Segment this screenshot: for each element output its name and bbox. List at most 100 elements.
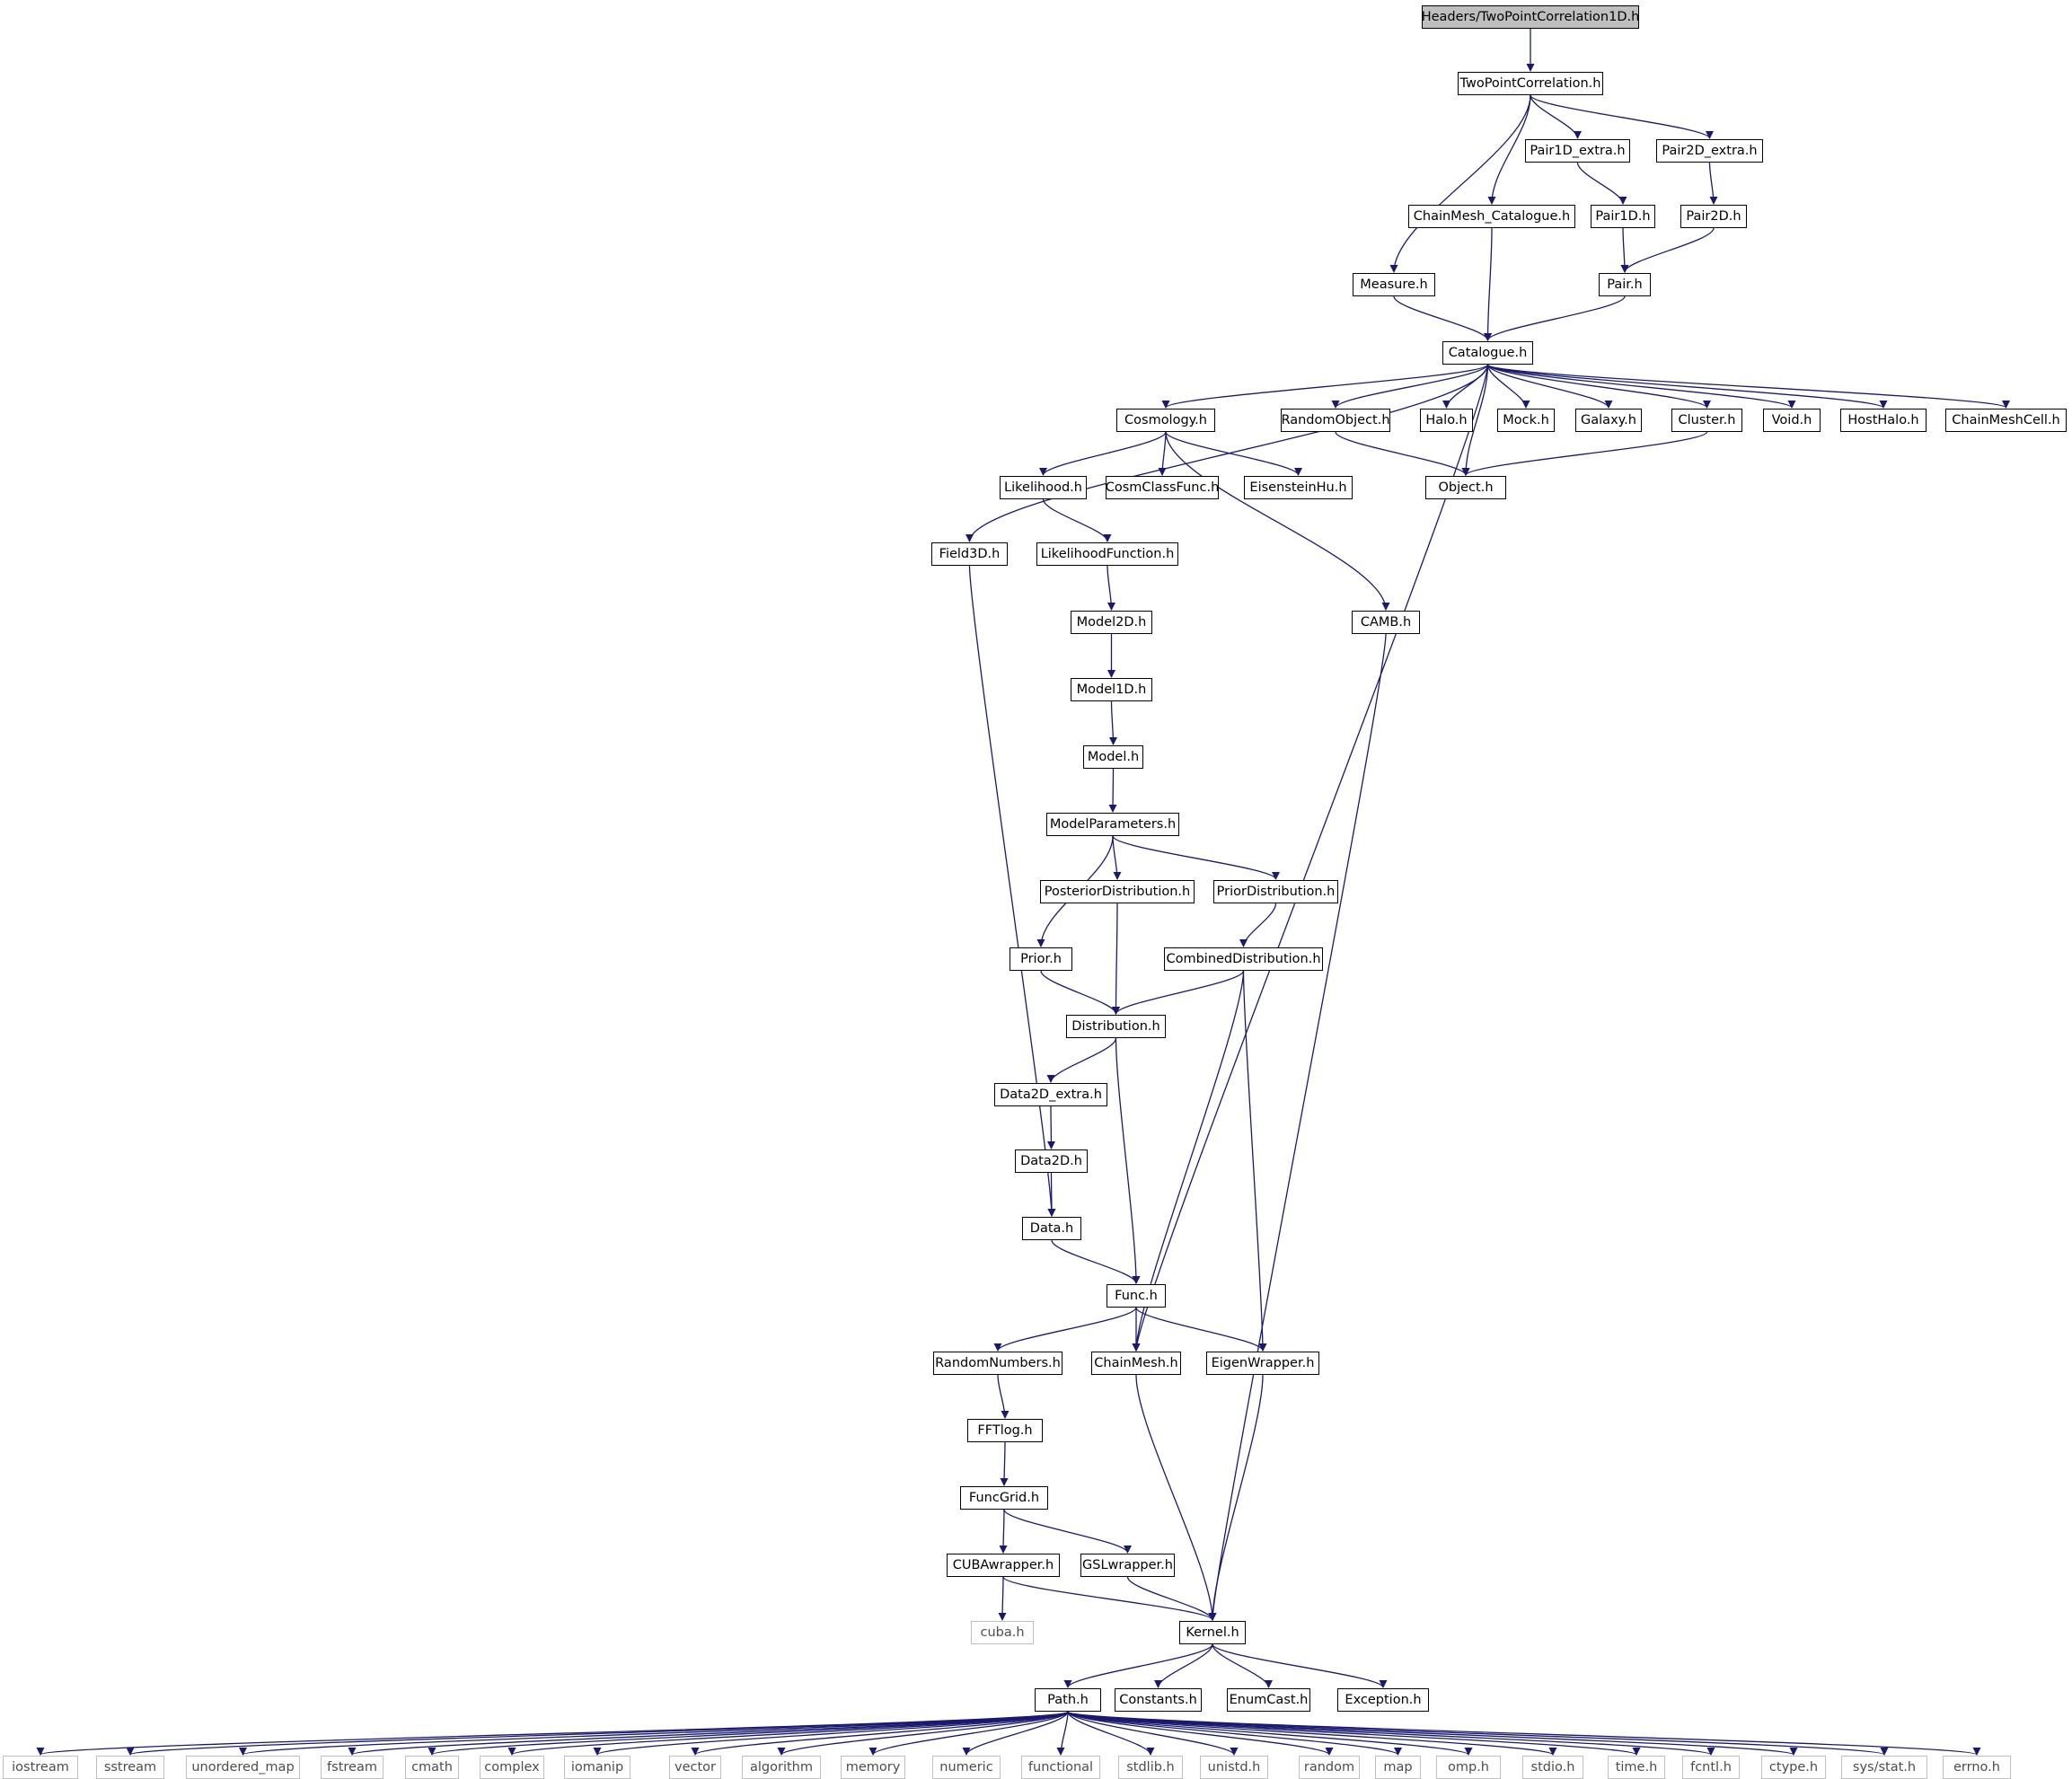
node-modelparameters-h[interactable]: ModelParameters.h — [1046, 813, 1179, 836]
node-chainmesh-h[interactable]: ChainMesh.h — [1091, 1352, 1181, 1375]
node-measure-h[interactable]: Measure.h — [1353, 273, 1435, 296]
node-hosthalo-h[interactable]: HostHalo.h — [1840, 409, 1927, 432]
edge-model1d-h-to-model-h — [1108, 700, 1117, 745]
node-posteriordistribution-h[interactable]: PosteriorDistribution.h — [1040, 880, 1195, 903]
edge-pair1d-extra-h-to-pair1d-h — [1576, 162, 1627, 205]
node-omp-h: omp.h — [1436, 1756, 1501, 1779]
edge-catalogue-h-to-randomobject-h — [1331, 364, 1489, 409]
edge-cosmology-h-to-camb-h — [1165, 431, 1390, 611]
node-fftlog-h[interactable]: FFTlog.h — [967, 1419, 1043, 1442]
node-object-h[interactable]: Object.h — [1425, 476, 1506, 499]
edge-catalogue-h-to-chainmesh-h — [1132, 364, 1489, 1352]
node-sys-stat-h: sys/stat.h — [1841, 1756, 1927, 1779]
edge-modelparameters-h-to-posteriordistribution-h — [1112, 835, 1122, 880]
edge-prior-h-to-distribution-h — [1040, 970, 1120, 1015]
node-cmath: cmath — [405, 1756, 459, 1779]
node-data2d-h[interactable]: Data2D.h — [1015, 1149, 1088, 1173]
node-map: map — [1375, 1756, 1421, 1779]
edge-twopointcorrelation-h-to-pair2d-extra-h — [1530, 94, 1714, 139]
edge-cluster-h-to-object-h — [1461, 431, 1708, 476]
edge-combineddistribution-h-to-chainmesh-h — [1132, 970, 1245, 1352]
node-functional: functional — [1021, 1756, 1100, 1779]
node-algorithm: algorithm — [742, 1756, 821, 1779]
node-combineddistribution-h[interactable]: CombinedDistribution.h — [1164, 947, 1323, 971]
node-priordistribution-h[interactable]: PriorDistribution.h — [1213, 880, 1338, 903]
node-stdlib-h: stdlib.h — [1118, 1756, 1183, 1779]
node-cluster-h[interactable]: Cluster.h — [1671, 409, 1742, 432]
node-pair1d-extra-h[interactable]: Pair1D_extra.h — [1525, 139, 1630, 163]
node-cubawrapper-h[interactable]: CUBAwrapper.h — [947, 1554, 1060, 1577]
node-vector: vector — [669, 1756, 721, 1779]
root-node-headers-twopointcorrelation1d-h[interactable]: Headers/TwoPointCorrelation1D.h — [1422, 5, 1639, 29]
edge-path-h-to-iomanip — [593, 1711, 1069, 1756]
node-chainmeshcell-h[interactable]: ChainMeshCell.h — [1945, 409, 2067, 432]
node-field3d-h[interactable]: Field3D.h — [931, 542, 1008, 566]
edge-measure-h-to-catalogue-h — [1393, 295, 1492, 341]
node-model-h[interactable]: Model.h — [1083, 745, 1143, 769]
node-camb-h[interactable]: CAMB.h — [1352, 611, 1420, 634]
edge-path-h-to-omp-h — [1067, 1711, 1473, 1756]
node-func-h[interactable]: Func.h — [1107, 1284, 1166, 1308]
node-random: random — [1299, 1756, 1360, 1779]
node-prior-h[interactable]: Prior.h — [1010, 947, 1072, 971]
node-distribution-h[interactable]: Distribution.h — [1066, 1015, 1166, 1038]
edge-catalogue-h-to-cluster-h — [1486, 364, 1711, 409]
node-pair2d-extra-h[interactable]: Pair2D_extra.h — [1656, 139, 1763, 163]
node-exception-h[interactable]: Exception.h — [1337, 1688, 1429, 1712]
node-stdio-h: stdio.h — [1522, 1756, 1583, 1779]
edge-funcgrid-h-to-gslwrapper-h — [1003, 1509, 1132, 1554]
node-catalogue-h[interactable]: Catalogue.h — [1442, 341, 1533, 365]
node-data2d-extra-h[interactable]: Data2D_extra.h — [994, 1083, 1107, 1106]
node-eisensteinhu-h[interactable]: EisensteinHu.h — [1244, 476, 1353, 499]
edge-twopointcorrelation-h-to-pair1d-extra-h — [1530, 94, 1582, 139]
node-kernel-h[interactable]: Kernel.h — [1179, 1621, 1246, 1644]
edge-path-h-to-memory — [868, 1711, 1069, 1756]
node-iostream: iostream — [3, 1756, 78, 1779]
edge-path-h-to-time-h — [1067, 1711, 1641, 1756]
node-galaxy-h[interactable]: Galaxy.h — [1575, 409, 1642, 432]
edge-data2d-extra-h-to-data2d-h — [1046, 1105, 1055, 1149]
node-constants-h[interactable]: Constants.h — [1115, 1688, 1202, 1712]
node-gslwrapper-h[interactable]: GSLwrapper.h — [1080, 1554, 1175, 1577]
node-randomobject-h[interactable]: RandomObject.h — [1281, 409, 1390, 432]
node-likelihoodfunction-h[interactable]: LikelihoodFunction.h — [1036, 542, 1178, 566]
node-cosmclassfunc-h[interactable]: CosmClassFunc.h — [1106, 476, 1219, 499]
node-errno-h: errno.h — [1943, 1756, 2011, 1779]
node-funcgrid-h[interactable]: FuncGrid.h — [960, 1486, 1048, 1510]
node-eigenwrapper-h[interactable]: EigenWrapper.h — [1206, 1352, 1319, 1375]
edge-funcgrid-h-to-cubawrapper-h — [999, 1509, 1008, 1554]
node-enumcast-h[interactable]: EnumCast.h — [1227, 1688, 1310, 1712]
node-cosmology-h[interactable]: Cosmology.h — [1116, 409, 1215, 432]
edge-catalogue-h-to-mock-h — [1486, 364, 1530, 409]
edge-fftlog-h-to-funcgrid-h — [1000, 1441, 1009, 1486]
node-mock-h[interactable]: Mock.h — [1497, 409, 1555, 432]
edge-cubawrapper-h-to-cuba-h — [998, 1576, 1007, 1621]
node-path-h[interactable]: Path.h — [1035, 1688, 1101, 1712]
node-memory: memory — [841, 1756, 905, 1779]
edge-path-h-to-fstream — [348, 1711, 1069, 1756]
edge-gslwrapper-h-to-kernel-h — [1126, 1576, 1217, 1621]
edge-path-h-to-unordered-map — [239, 1711, 1069, 1756]
node-chainmesh-catalogue-h[interactable]: ChainMesh_Catalogue.h — [1408, 205, 1575, 228]
edge-twopointcorrelation-h-to-chainmesh-catalogue-h — [1487, 94, 1531, 205]
node-halo-h[interactable]: Halo.h — [1420, 409, 1473, 432]
node-randomnumbers-h[interactable]: RandomNumbers.h — [933, 1352, 1062, 1375]
node-pair-h[interactable]: Pair.h — [1599, 273, 1651, 296]
edge-path-h-to-sys-stat-h — [1067, 1711, 1888, 1756]
node-unistd-h: unistd.h — [1200, 1756, 1268, 1779]
node-model2d-h[interactable]: Model2D.h — [1071, 611, 1152, 634]
node-model1d-h[interactable]: Model1D.h — [1071, 678, 1152, 701]
edge-path-h-to-vector — [691, 1711, 1069, 1756]
node-pair1d-h[interactable]: Pair1D.h — [1591, 205, 1655, 228]
node-data-h[interactable]: Data.h — [1022, 1217, 1081, 1240]
node-likelihood-h[interactable]: Likelihood.h — [1000, 476, 1087, 499]
edge-path-h-to-complex — [507, 1711, 1069, 1756]
edge-cosmology-h-to-likelihood-h — [1039, 431, 1167, 476]
edge-kernel-h-to-exception-h — [1212, 1643, 1388, 1688]
node-twopointcorrelation-h[interactable]: TwoPointCorrelation.h — [1458, 72, 1603, 95]
node-pair2d-h[interactable]: Pair2D.h — [1680, 205, 1747, 228]
node-void-h[interactable]: Void.h — [1763, 409, 1821, 432]
edge-catalogue-h-to-cosmology-h — [1161, 364, 1489, 409]
edge-pair1d-h-to-pair-h — [1620, 227, 1629, 273]
